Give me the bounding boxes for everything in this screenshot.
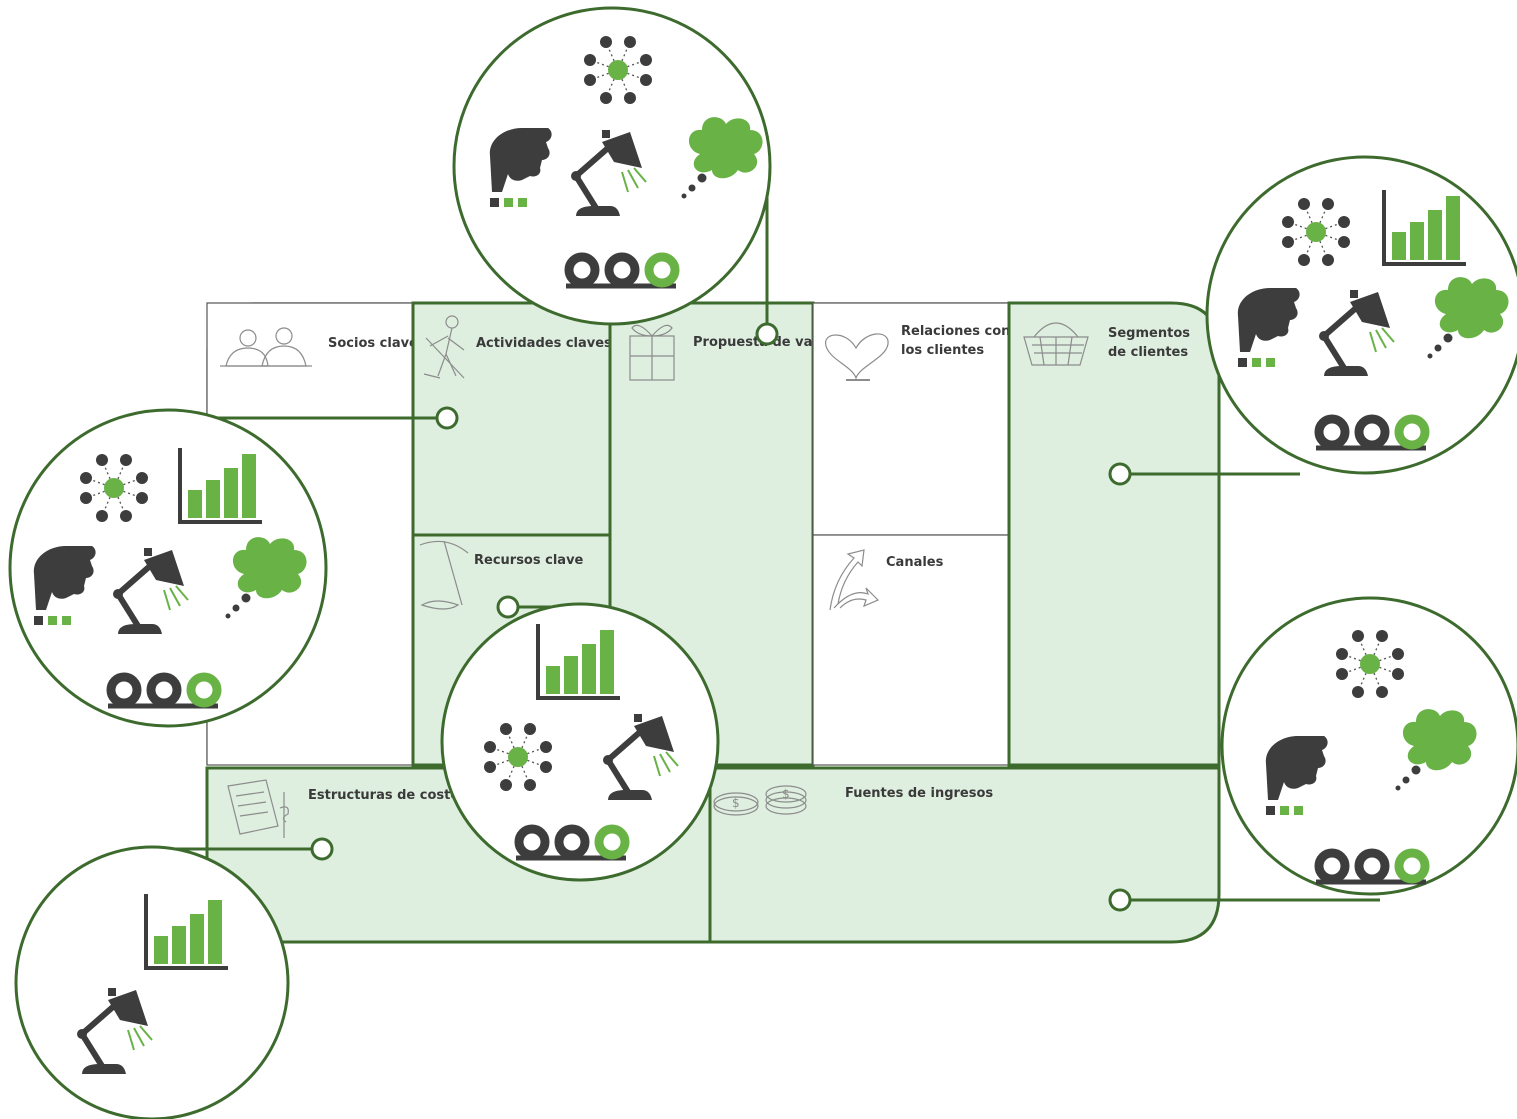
block-relaciones: Relaciones con los clientes xyxy=(812,302,1010,536)
block-actividades-label: Actividades claves xyxy=(476,336,612,351)
block-ingresos: Fuentes de ingresos xyxy=(708,766,1221,944)
anchor-dot-ingresos xyxy=(1108,888,1132,912)
callout-propuesta xyxy=(452,6,772,326)
block-relaciones-area xyxy=(812,302,1010,536)
anchor-dot-propuesta xyxy=(755,322,779,346)
block-canales: Canales xyxy=(812,534,1010,766)
anchor-dot-actividades xyxy=(435,406,459,430)
callout-circle xyxy=(1220,596,1517,896)
block-segmentos-area xyxy=(1007,301,1221,767)
block-segmentos-label: Segmentos xyxy=(1108,326,1190,341)
block-recursos-label: Recursos clave xyxy=(474,553,584,568)
callout-circle xyxy=(440,602,720,882)
anchor-dot-costos xyxy=(310,837,334,861)
block-segmentos-label: de clientes xyxy=(1108,345,1188,360)
block-canales-label: Canales xyxy=(886,555,944,570)
block-ingresos-area xyxy=(708,766,1221,944)
callout-costos xyxy=(14,845,290,1119)
anchor-dot-recursos xyxy=(496,595,520,619)
callout-ingresos xyxy=(1220,596,1517,896)
callout-segmentos xyxy=(1205,155,1517,475)
block-costos-label: Estructuras de costos xyxy=(308,788,467,803)
callout-circle xyxy=(452,6,772,326)
block-propuesta: Propuesta de valor xyxy=(608,301,833,767)
block-socios-label: Socios claves xyxy=(328,336,426,351)
block-relaciones-label: los clientes xyxy=(901,343,984,358)
callout-actividades xyxy=(8,408,328,728)
callout-recursos xyxy=(440,602,720,882)
block-canales-area xyxy=(812,534,1010,766)
anchor-dot-segmentos xyxy=(1108,462,1132,486)
callout-circle xyxy=(14,845,290,1119)
block-ingresos-label: Fuentes de ingresos xyxy=(845,786,993,801)
block-segmentos: Segmentos de clientes xyxy=(1007,301,1221,767)
block-relaciones-label: Relaciones con xyxy=(901,324,1010,339)
